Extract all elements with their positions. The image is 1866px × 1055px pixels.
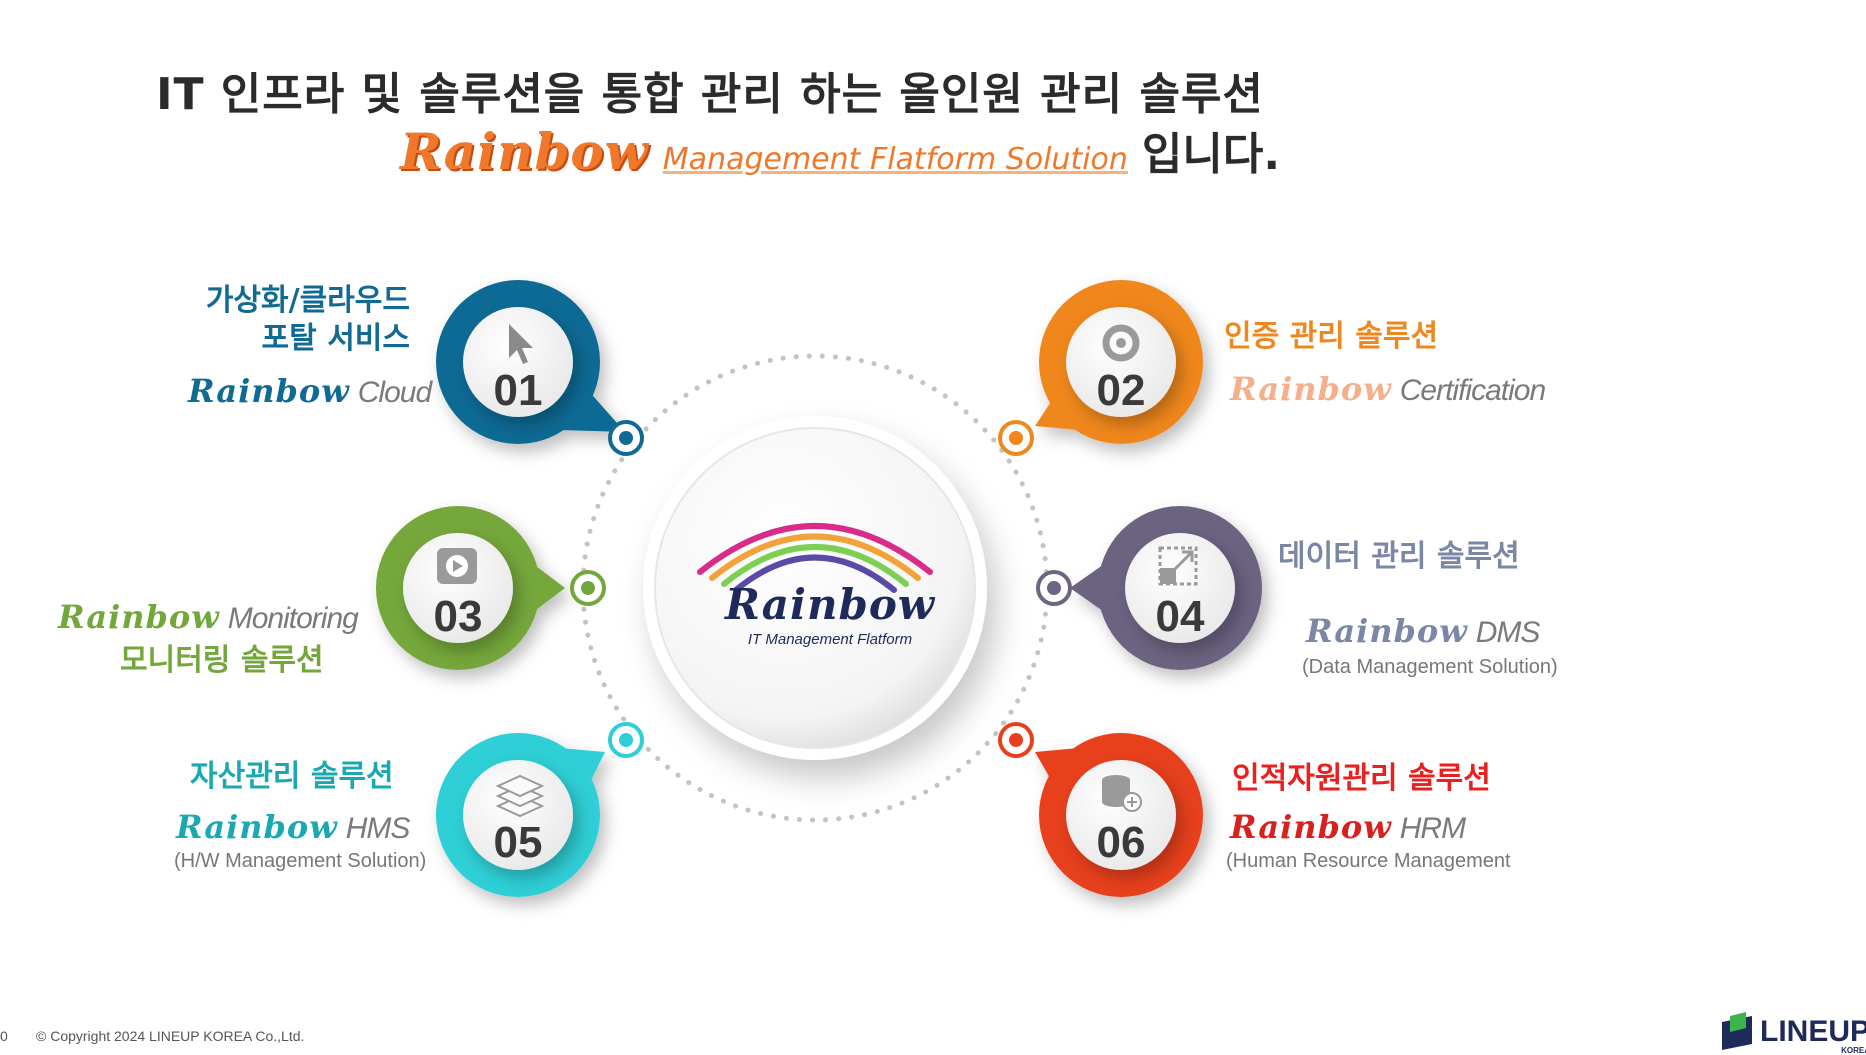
title-brand-subtitle: Management Flatform Solution [662, 142, 1128, 177]
node-04-product: DMS [1475, 616, 1541, 649]
node-01-title-line1: 가상화/클라우드 [205, 283, 410, 318]
orbit-marker-05 [608, 722, 644, 758]
orbit-marker-06 [998, 722, 1034, 758]
node-03-product: Monitoring [227, 602, 359, 635]
center-brand: Rainbow [724, 580, 936, 629]
lineup-logo-icon [1722, 1012, 1752, 1050]
node-06-number: 06 [1096, 818, 1146, 867]
node-05-title: 자산관리 솔루션 [190, 759, 394, 794]
node-05-layers [495, 774, 545, 818]
title-tail: 입니다. [1141, 129, 1281, 180]
node-03-brand-logo: Rainbow [58, 598, 220, 636]
page-subtitle: Rainbow Management Flatform Solution 입니다… [400, 118, 1280, 182]
node-05-desc: (H/W Management Solution) [174, 850, 427, 872]
node-05-brand-logo: Rainbow [176, 808, 338, 846]
node-06-desc: (Human Resource Management [1226, 850, 1511, 872]
title-brand-logo: Rainbow [400, 122, 649, 181]
node-02-product: Certification [1399, 374, 1546, 407]
node-04-number: 04 [1155, 592, 1205, 641]
node-03-number: 03 [433, 592, 483, 641]
company-name: LINEUP [1760, 1015, 1866, 1048]
node-01-title-line2: 포탈 서비스 [261, 321, 410, 356]
node-06-brand: Rainbow HRM [1230, 808, 1466, 846]
node-06-brand-logo: Rainbow [1230, 808, 1392, 846]
node-05-number: 05 [493, 818, 543, 867]
node-02-number: 02 [1096, 366, 1146, 415]
node-01-product: Cloud [357, 376, 432, 409]
node-04-brand: Rainbow DMS [1306, 612, 1541, 650]
orbit-marker-04 [1036, 570, 1072, 606]
rainbow-arcs-logo [697, 523, 933, 593]
node-01-title: 가상화/클라우드 포탈 서비스 [180, 282, 410, 358]
node-06-product: HRM [1399, 812, 1466, 845]
node-05-brand: Rainbow HMS [176, 808, 411, 846]
node-06-title: 인적자원관리 솔루션 [1232, 761, 1491, 796]
node-02-title: 인증 관리 솔루션 [1224, 319, 1439, 354]
center-hub [643, 416, 987, 760]
page-title: IT 인프라 및 솔루션을 통합 관리 하는 올인원 관리 솔루션 [156, 69, 1264, 120]
node-05-product: HMS [345, 812, 411, 845]
node-02-brand-logo: Rainbow [1230, 370, 1392, 408]
company-country: KOREA [1841, 1046, 1866, 1055]
orbit-marker-01 [608, 420, 644, 456]
center-subtitle: IT Management Flatform [747, 631, 913, 648]
node-04-brand-logo: Rainbow [1306, 612, 1468, 650]
node-01-cursor [509, 324, 533, 364]
node-04-desc: (Data Management Solution) [1302, 656, 1558, 678]
node-04-resize [1158, 546, 1198, 586]
node-04-title: 데이터 관리 솔루션 [1278, 539, 1520, 574]
copyright: © Copyright 2024 LINEUP KOREA Co.,Ltd. [36, 1028, 305, 1044]
orbit-marker-03 [570, 570, 606, 606]
node-02-brand: Rainbow Certification [1230, 370, 1546, 408]
node-01-brand-logo: Rainbow [188, 372, 350, 410]
node-02-gear [1102, 324, 1140, 362]
node-03-title: 모니터링 솔루션 [120, 643, 324, 678]
orbit-marker-02 [998, 420, 1034, 456]
page-number: 0 [0, 1028, 8, 1044]
node-01-number: 01 [493, 366, 543, 415]
company-logo: LINEUP KOREA [1760, 1015, 1866, 1055]
node-03-brand: Rainbow Monitoring [58, 598, 359, 636]
node-06-database [1102, 775, 1142, 812]
node-01-brand: Rainbow Cloud [188, 372, 432, 410]
center-logo: Rainbow IT Management Flatform [720, 580, 940, 648]
